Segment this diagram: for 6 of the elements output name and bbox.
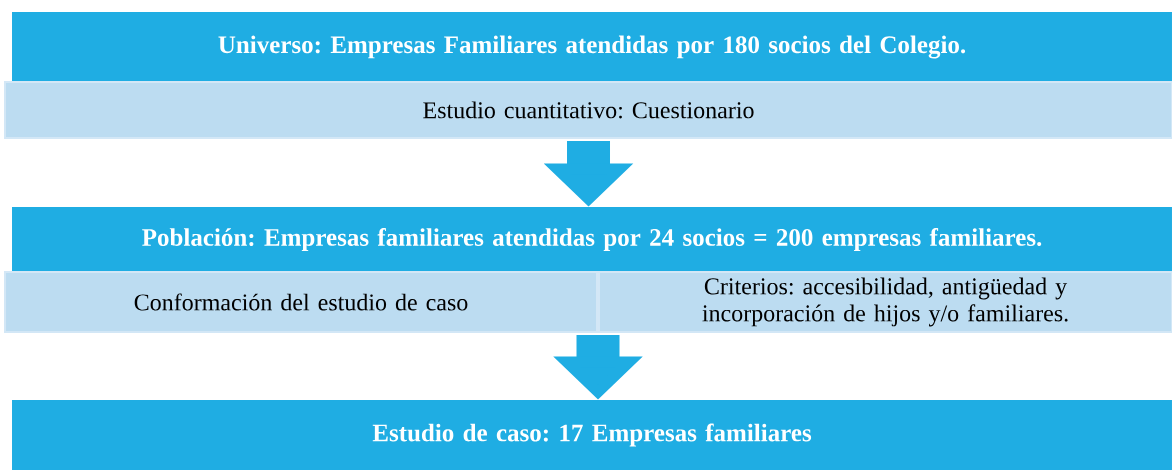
detail-box: Estudio cuantitativo: Cuestionario xyxy=(4,81,1172,139)
stage-band: Estudio de caso: 17 Empresas familiares xyxy=(12,400,1172,470)
stage-band: Población: Empresas familiares atendidas por 24 socios = 200 empresas familiares. xyxy=(12,207,1172,272)
detail-box: Criterios: accesibilidad, antigüedad y incorporación de hijos y/o familiares. xyxy=(598,271,1172,333)
stage-band: Universo: Empresas Familiares atendidas por 180 socios del Colegio. xyxy=(12,12,1172,82)
detail-box: Conformación del estudio de caso xyxy=(4,271,598,333)
